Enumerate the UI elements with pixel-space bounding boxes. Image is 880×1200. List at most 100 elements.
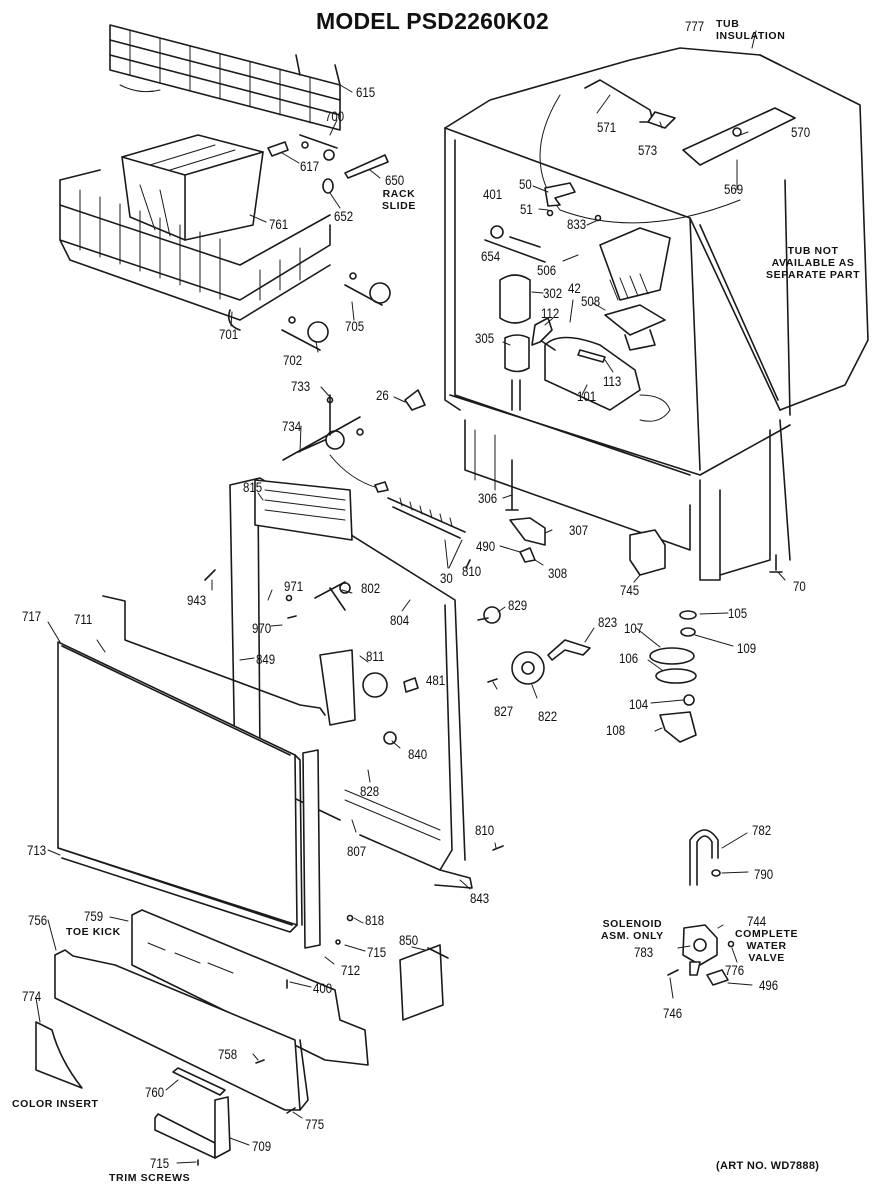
note-line: TUB NOT [787,245,839,257]
model-title: MODEL PSD2260K02 [316,8,549,34]
part-label-plate-106: 106 [619,650,639,666]
part-label-screw-746: 746 [663,1005,683,1021]
part-label-motor-capacitor: 745 [620,582,640,598]
note-line: COMPLETE [735,928,799,940]
part-label-rack-slide-end-cap: 652 [334,208,354,224]
part-label-vent-grille: 815 [243,479,263,495]
part-label-door-trim-strip: 843 [470,890,490,906]
part-label-heater-clip: 112 [541,305,560,321]
misc-screws-drawing [197,559,504,1166]
part-label-gasket-107: 107 [624,620,644,636]
note-line: ASM. ONLY [601,930,664,942]
washers-drawing [649,610,697,743]
part-label-timer-shaft: 823 [598,614,618,630]
note-line: WATER [746,940,787,952]
part-label-junction-box-cover: 850 [399,932,419,948]
part-label-screw-401: 401 [483,186,503,202]
part-label-vent-duct: 571 [597,119,617,135]
part-label-door-springs: 30 [440,570,453,586]
note-line: SOLENOID [602,918,663,930]
knob-shaft-drawing [477,606,501,624]
part-label-screw-775: 775 [305,1116,325,1132]
note-rack-slide: RACK SLIDE [382,188,416,212]
note-tub-insulation: TUB INSULATION [716,18,785,42]
part-label-valve-screw: 776 [725,962,745,978]
door-springs-drawing [387,497,466,569]
part-label-duct-bracket: 573 [638,142,658,158]
part-label-spacer: 970 [252,620,272,636]
part-label-door-inner-panel: 711 [74,611,93,627]
part-label-toe-kick: 759 [84,908,104,924]
part-label-detergent-dispenser: 811 [366,648,385,664]
part-label-lower-rack: 701 [219,326,239,342]
float-switch-drawing [509,517,546,546]
color-insert-drawing [35,1021,83,1089]
capacitor-drawing [629,529,666,576]
door-assembly-drawing [229,477,473,889]
part-label-rack-roller-assembly: 700 [325,108,345,124]
note-line: VALVE [748,952,785,964]
upper-rack-drawing [109,24,341,131]
part-label-tub-bracket: 26 [376,387,389,403]
water-valve-drawing [667,924,735,986]
bracket-drawing [154,1067,231,1159]
leader-lines [35,30,786,1164]
part-label-pulley-assembly: 734 [282,418,302,434]
part-label-screw-827: 827 [494,703,514,719]
note-line: SEPARATE PART [766,269,861,281]
rack-hardware-drawing [267,134,391,351]
part-label-heating-element: 101 [577,388,597,404]
part-label-side-trim: 712 [341,962,361,978]
part-label-door-cable-hook: 733 [291,378,311,394]
bolt-drawing [505,459,519,511]
part-label-dispenser-spring: 840 [408,746,428,762]
part-label-sump-housing: 108 [606,722,626,738]
pulley-assembly-drawing [282,394,389,493]
part-label-tub-insulation: 777 [685,18,705,34]
part-label-rinse-aid-cap: 481 [426,672,446,688]
part-label-lower-spray-arm: 508 [581,293,601,309]
part-label-rack-stop: 617 [300,158,320,174]
part-label-spray-arm-screw: 569 [724,181,744,197]
fill-hose-drawing [689,829,721,886]
part-label-latch-mechanism: 828 [360,783,380,799]
tub-drawing [444,47,869,581]
part-label-screw-42: 42 [568,280,581,296]
part-label-trim-screw-b: 715 [150,1155,170,1171]
part-label-lower-rack-roller-assembly: 702 [283,352,303,368]
part-label-washer-105: 105 [728,605,748,621]
part-label-door-panel: 717 [22,608,42,624]
part-label-silverware-basket: 761 [269,216,289,232]
note-line: SLIDE [382,200,416,212]
note-complete-valve: COMPLETE WATER VALVE [735,928,798,964]
part-label-heater-clamp: 113 [603,373,622,389]
note-trim-screws: TRIM SCREWS [109,1172,191,1184]
lower-rack-drawing [59,169,331,331]
note-line: AVAILABLE AS [771,257,855,269]
part-label-clip-971: 971 [284,578,304,594]
part-label-screw-400: 400 [313,980,333,996]
part-label-timer-knob: 822 [538,708,558,724]
leveling-leg-drawing [769,554,783,573]
part-label-door-latch: 802 [361,580,381,596]
part-label-bolt: 306 [478,490,498,506]
part-label-float-switch: 307 [569,522,589,538]
part-label-color-insert: 774 [22,988,42,1004]
part-label-solenoid-assembly: 783 [634,944,654,960]
part-label-lower-access-panel: 756 [28,912,48,928]
part-label-bracket-760: 760 [145,1084,165,1100]
junction-cover-drawing [399,944,444,1021]
silverware-basket-drawing [121,134,264,241]
timer-knob-drawing [511,651,545,685]
art-number: (ART NO. WD7888) [716,1160,820,1172]
part-label-screw-943: 943 [187,592,207,608]
note-toe-kick: TOE KICK [66,926,121,938]
note-line: INSULATION [716,30,786,42]
screw-827-drawing [487,678,498,683]
part-label-upper-rack: 615 [356,84,376,100]
part-label-valve-connector: 496 [759,977,779,993]
part-label-trim-screw-a: 715 [367,944,387,960]
part-label-lower-rack-roller: 705 [345,318,365,334]
switch-bracket-drawing [519,547,536,563]
part-label-screw-490: 490 [476,538,496,554]
